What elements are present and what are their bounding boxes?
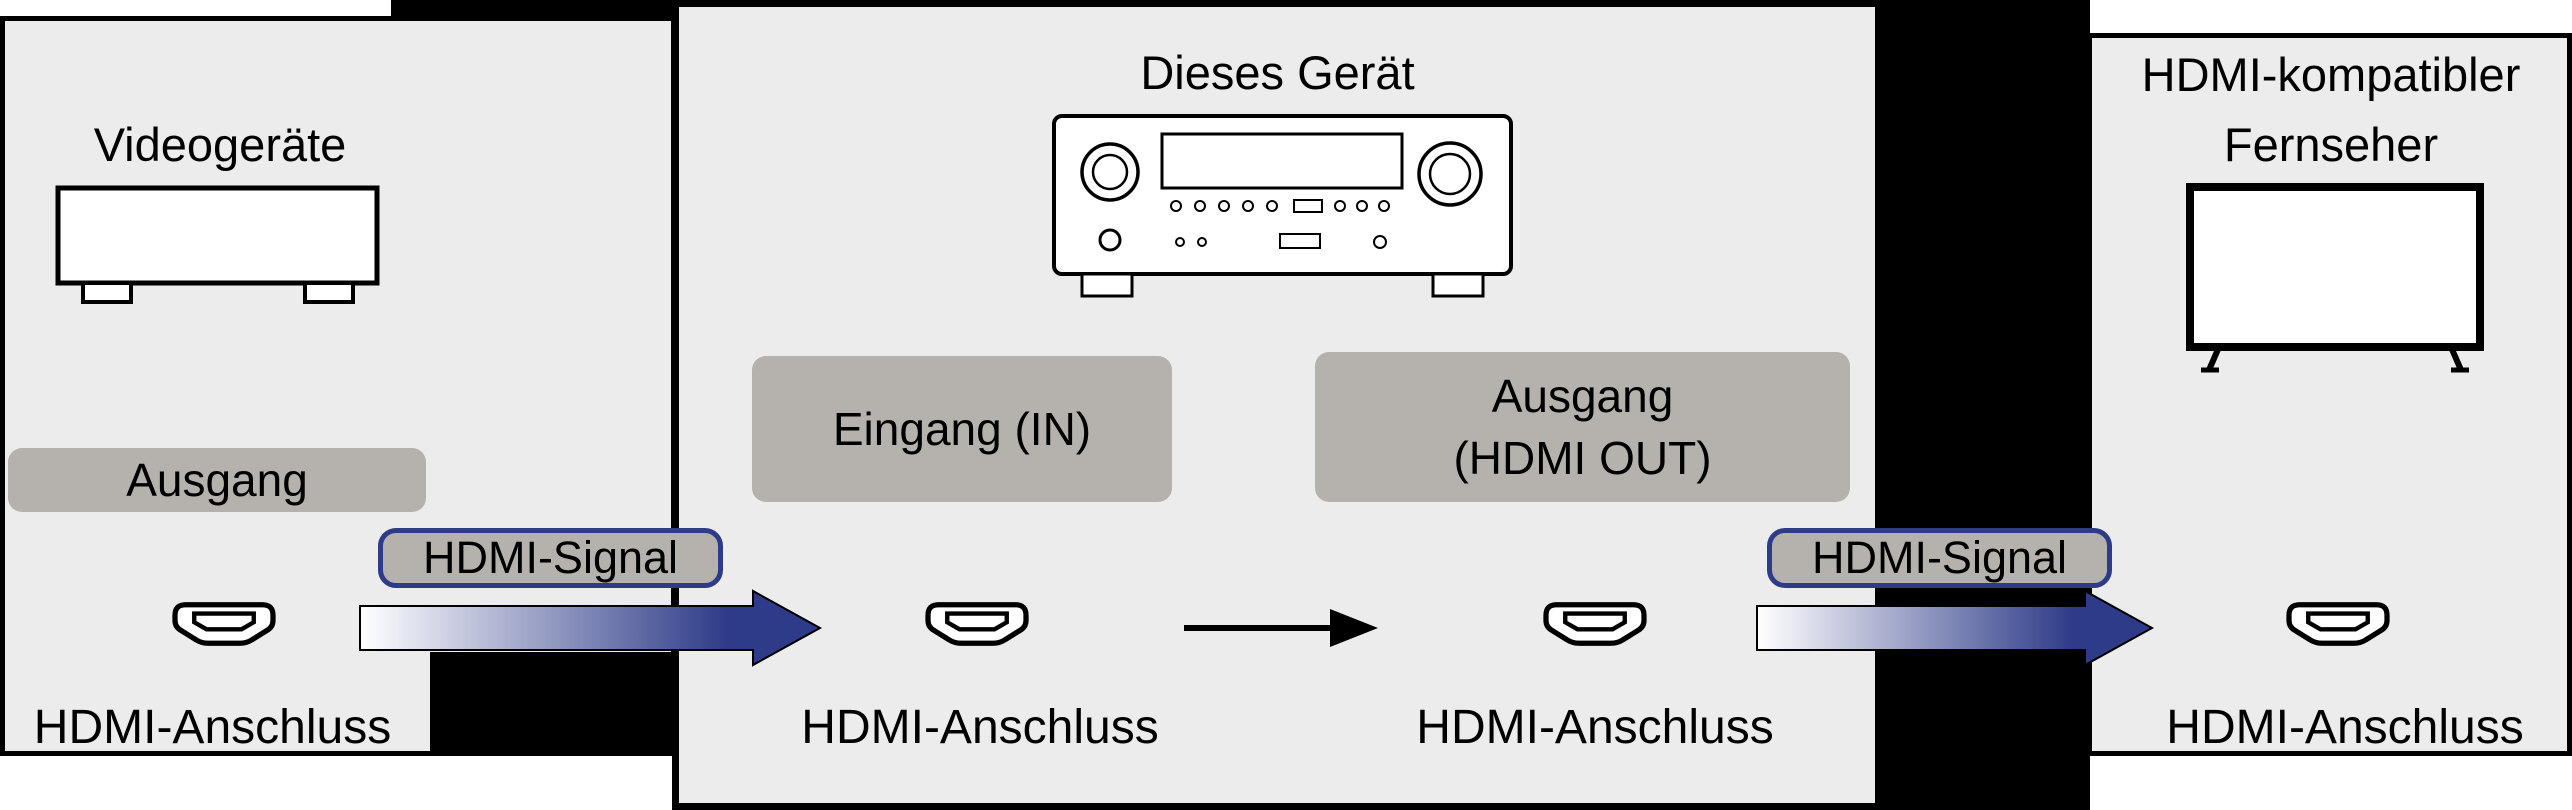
video-device-icon xyxy=(55,185,380,307)
hdmi-signal-badge-right-label: HDMI-Signal xyxy=(1811,532,2068,583)
tv-icon xyxy=(2185,182,2485,374)
hdmi-signal-badge-left-label: HDMI-Signal xyxy=(422,532,679,583)
output-box: Ausgang (HDMI OUT) xyxy=(1315,352,1850,502)
signal-arrow-right xyxy=(1755,588,2155,668)
av-receiver-icon xyxy=(1050,112,1515,308)
top-left-black-strip xyxy=(391,0,676,18)
hdmi-port-icon-tv xyxy=(2282,594,2394,654)
hdmi-signal-badge-right: HDMI-Signal xyxy=(1767,528,2112,588)
this-device-title: Dieses Gerät xyxy=(1140,46,1415,99)
source-output-box: Ausgang xyxy=(8,448,426,512)
input-port-label: HDMI-Anschluss xyxy=(801,701,1159,754)
source-output-label: Ausgang xyxy=(126,453,308,506)
input-box-label: Eingang (IN) xyxy=(832,402,1092,455)
flow-arrow-icon xyxy=(1180,600,1380,656)
tv-panel xyxy=(2087,33,2572,756)
output-box-label-line1: Ausgang xyxy=(1491,369,1674,422)
hdmi-port-icon-input xyxy=(921,594,1033,654)
tv-title-line2: Fernseher xyxy=(2223,118,2439,171)
hdmi-port-icon-output xyxy=(1539,594,1651,654)
bottom-left-black-block xyxy=(430,652,676,756)
hdmi-port-icon-source xyxy=(168,594,280,654)
source-port-label: HDMI-Anschluss xyxy=(33,701,392,754)
panel-gap-right xyxy=(1875,0,2090,810)
source-device-title: Videogeräte xyxy=(93,118,347,171)
tv-port-label: HDMI-Anschluss xyxy=(2166,701,2524,754)
hdmi-signal-badge-left: HDMI-Signal xyxy=(378,528,723,588)
output-port-label: HDMI-Anschluss xyxy=(1416,701,1774,754)
tv-title: HDMI-kompatibler Fernseher xyxy=(2090,40,2572,180)
tv-title-line1: HDMI-kompatibler xyxy=(2141,48,2521,101)
output-box-label-line2: (HDMI OUT) xyxy=(1453,432,1712,484)
input-box: Eingang (IN) xyxy=(752,356,1172,502)
signal-arrow-left xyxy=(358,588,823,668)
